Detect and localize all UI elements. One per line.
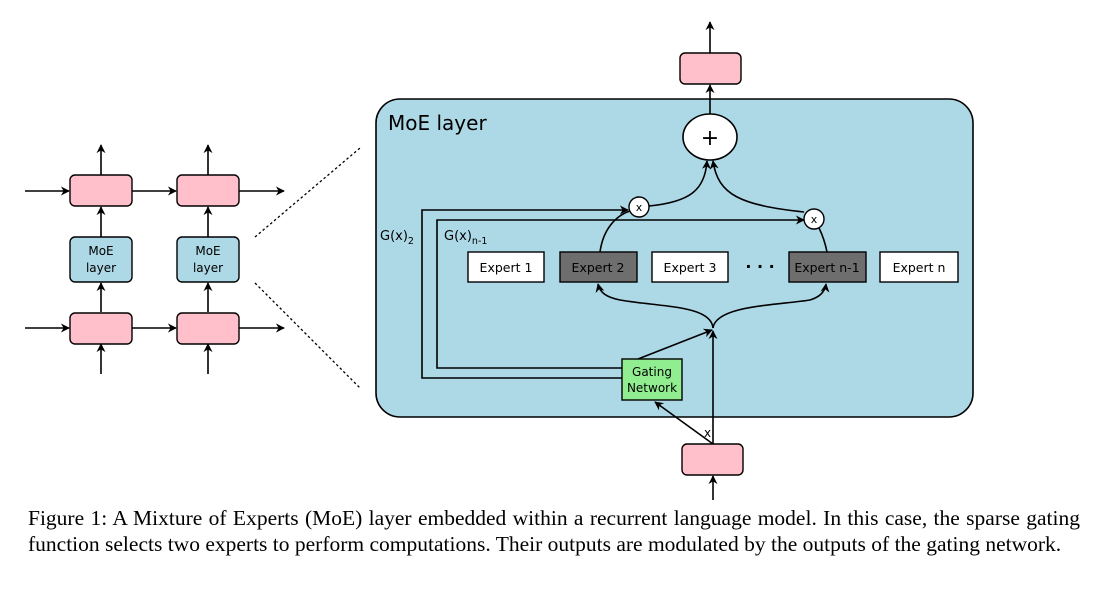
multiply-node-1 [628, 196, 650, 218]
expert-label: Expert 2 [572, 260, 625, 275]
figure-caption: Figure 1: A Mixture of Experts (MoE) lay… [28, 506, 1080, 556]
arrow [637, 328, 713, 360]
ellipsis: · · · [745, 257, 774, 276]
expert-n-1: Expert n-1 [788, 251, 867, 283]
moe-box-label: layer [193, 261, 223, 275]
gx2-label: G(x)2 [380, 229, 414, 247]
moe-output-cell [679, 52, 742, 85]
input-x-label: x [704, 426, 711, 440]
moe-box-label: MoE [195, 244, 220, 258]
arrow [654, 401, 714, 445]
multiply-icon: x [636, 201, 643, 214]
sum-node [682, 113, 738, 161]
gate-wire-n-1 [436, 215, 805, 369]
plus-icon: + [701, 126, 719, 151]
recurrent-model-diagram: MoE layer MoE layer [25, 144, 361, 389]
expert-label: Expert n-1 [794, 260, 859, 275]
expert-label: Expert 3 [664, 260, 717, 275]
rnn-cell-bottom-1 [69, 312, 133, 345]
moe-layer-title: MoE layer [388, 111, 487, 135]
moe-box-label: layer [86, 261, 116, 275]
expert-output-wire [818, 227, 828, 253]
moe-box-label: MoE [88, 244, 113, 258]
expert-output-wire [599, 210, 631, 253]
moe-diagram: MoE layer MoE layer MoE layer + G(x)2 G(… [25, 21, 974, 500]
arrow [648, 160, 711, 207]
multiply-node-2 [803, 208, 825, 230]
expert-2: Expert 2 [559, 251, 638, 283]
expert-input-wire [595, 283, 714, 329]
rnn-cell-top-1 [69, 174, 133, 207]
gating-label: Gating [632, 365, 672, 379]
moe-input-cell [681, 443, 744, 476]
expert-input-wire [712, 283, 830, 329]
expert-label: Expert n [893, 260, 946, 275]
rnn-cell-top-2 [176, 174, 240, 207]
multiply-icon: x [811, 213, 818, 226]
expert-1: Expert 1 [467, 251, 545, 283]
expert-n: Expert n [879, 251, 959, 283]
moe-layer-box-2 [176, 236, 240, 283]
gxn1-label: G(x)n-1 [444, 229, 487, 247]
gate-wire-2 [421, 205, 629, 379]
moe-layer-box-1 [69, 236, 133, 283]
zoom-guide-line [254, 282, 361, 389]
expert-3: Expert 3 [651, 251, 729, 283]
arrow [709, 160, 805, 213]
zoom-guide-line [254, 147, 361, 238]
gating-network [621, 358, 683, 401]
rnn-cell-bottom-2 [176, 312, 240, 345]
gating-label: Network [627, 381, 677, 395]
moe-layer-detail: MoE layer + G(x)2 G(x)n-1 x x Expert 1 [375, 21, 974, 500]
expert-label: Expert 1 [480, 260, 533, 275]
